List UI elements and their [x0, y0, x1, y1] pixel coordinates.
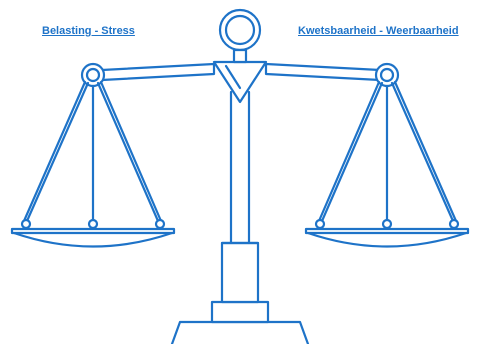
- center-pointer: [212, 60, 268, 104]
- scale-base: [170, 241, 310, 344]
- left-pan: [10, 218, 176, 248]
- left-pan-strings: [22, 80, 163, 223]
- right-pan-strings: [317, 80, 458, 223]
- top-ring: [218, 8, 262, 64]
- right-pan-label: Kwetsbaarheid - Weerbaarheid: [298, 25, 459, 37]
- left-pan-label: Belasting - Stress: [42, 25, 135, 37]
- left-pivot: [80, 62, 106, 88]
- scale-column: [229, 90, 251, 245]
- right-pan: [304, 218, 470, 248]
